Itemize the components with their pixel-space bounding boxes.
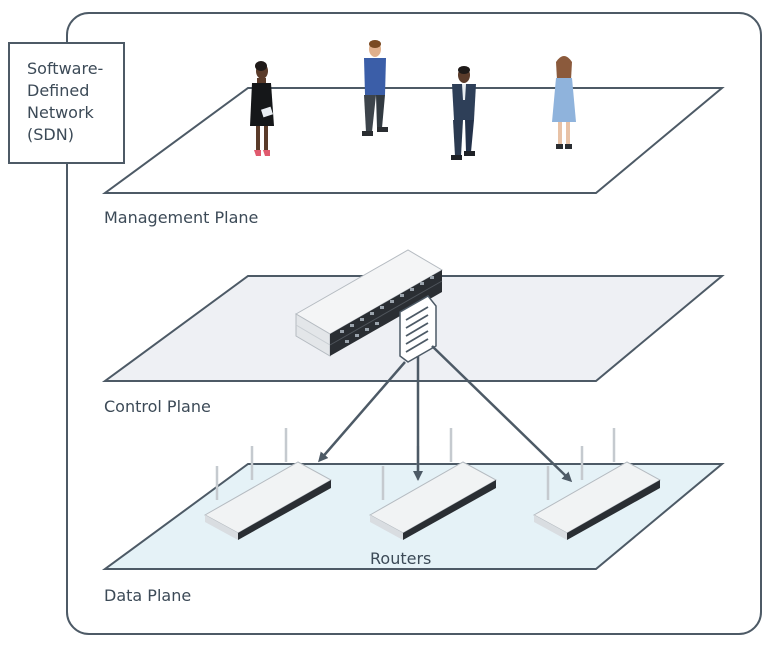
config-document-icon [399,295,437,363]
person-man-blue-sweater [362,40,388,136]
sdn-label-box: Software- Defined Network (SDN) [8,42,125,164]
sdn-label-line-2: Defined [27,81,90,100]
management-plane-label: Management Plane [104,208,258,227]
person-woman-black-dress [250,61,274,156]
routers-label: Routers [370,549,431,568]
person-man-dark-suit [451,66,476,160]
router-left [203,428,333,540]
sdn-label-line-1: Software- [27,59,104,78]
sdn-label-line-4: (SDN) [27,125,74,144]
controller-server-stack [295,249,443,357]
sdn-label-line-3: Network [27,103,94,122]
data-plane-label: Data Plane [104,586,191,605]
router-right [532,428,662,540]
router-middle [368,428,498,540]
control-plane-label: Control Plane [104,397,211,416]
arrow-to-router-left [318,361,406,463]
arrow-to-router-right [431,345,573,483]
person-woman-blue-dress [552,56,576,149]
